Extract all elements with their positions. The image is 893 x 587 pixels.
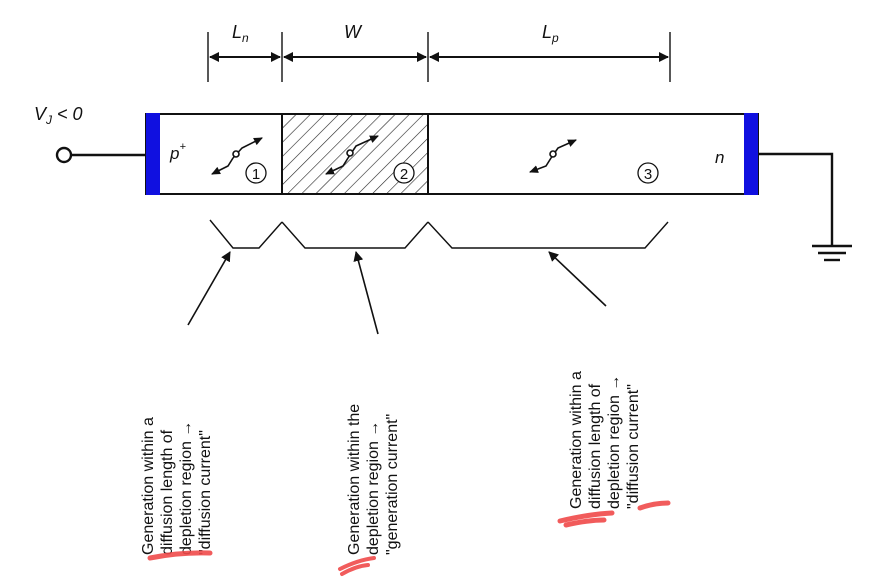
pointer-arrow-3 <box>548 251 607 307</box>
n-region-label: n <box>715 148 724 167</box>
pointer-arrow-1 <box>187 251 231 326</box>
highlight-mark-2 <box>338 556 376 576</box>
right-contact <box>744 113 758 195</box>
junction-voltage-label: VJ < 0 <box>34 104 83 127</box>
pointer-arrow-2 <box>353 251 379 335</box>
callout-3-line-4: "diffusion current" <box>625 384 642 509</box>
highlight-marks <box>147 500 671 576</box>
marker-3-label: 3 <box>644 166 652 183</box>
marker-2-label: 2 <box>400 166 408 183</box>
callout-2-line-1: Generation within the <box>346 404 363 555</box>
marker-2-circle <box>393 162 415 184</box>
callout-1-line-2: diffusion length of <box>159 429 176 555</box>
highlight-mark-4 <box>637 500 671 511</box>
callout-1: Generation within a diffusion length of … <box>140 417 214 555</box>
callout-2-line-2: depletion region → <box>365 421 382 555</box>
callout-2-line-3: "generation current" <box>384 414 401 555</box>
generation-symbol-1 <box>211 137 263 175</box>
callout-3: Generation within a diffusion length of … <box>568 371 642 509</box>
input-terminal <box>55 146 73 164</box>
callout-3-line-1: Generation within a <box>568 371 585 509</box>
callout-3-line-2: diffusion length of <box>587 383 604 509</box>
w-label: W <box>344 22 363 42</box>
callout-1-line-3: depletion region → <box>178 421 195 555</box>
p-region-label: p+ <box>169 141 186 163</box>
marker-3-circle <box>637 162 659 184</box>
ground-symbol <box>758 152 852 262</box>
generation-symbol-3 <box>529 139 577 173</box>
left-contact <box>146 113 160 195</box>
dimension-lines <box>207 32 671 82</box>
brace-region-1 <box>209 219 283 249</box>
callout-3-line-3: depletion region → <box>606 375 623 509</box>
marker-1-circle <box>245 162 267 184</box>
callout-1-line-4: "diffusion current" <box>197 430 214 555</box>
callout-2: Generation within the depletion region →… <box>346 404 401 555</box>
lp-label: Lp <box>542 22 559 45</box>
generation-symbol-2 <box>325 135 379 175</box>
highlight-mark-1 <box>147 550 213 561</box>
ln-label: Ln <box>232 22 249 45</box>
marker-1-label: 1 <box>252 166 260 183</box>
highlight-mark-3 <box>557 510 615 528</box>
brace-region-3 <box>427 221 669 249</box>
callout-1-line-1: Generation within a <box>140 417 157 555</box>
brace-region-2 <box>281 221 429 249</box>
